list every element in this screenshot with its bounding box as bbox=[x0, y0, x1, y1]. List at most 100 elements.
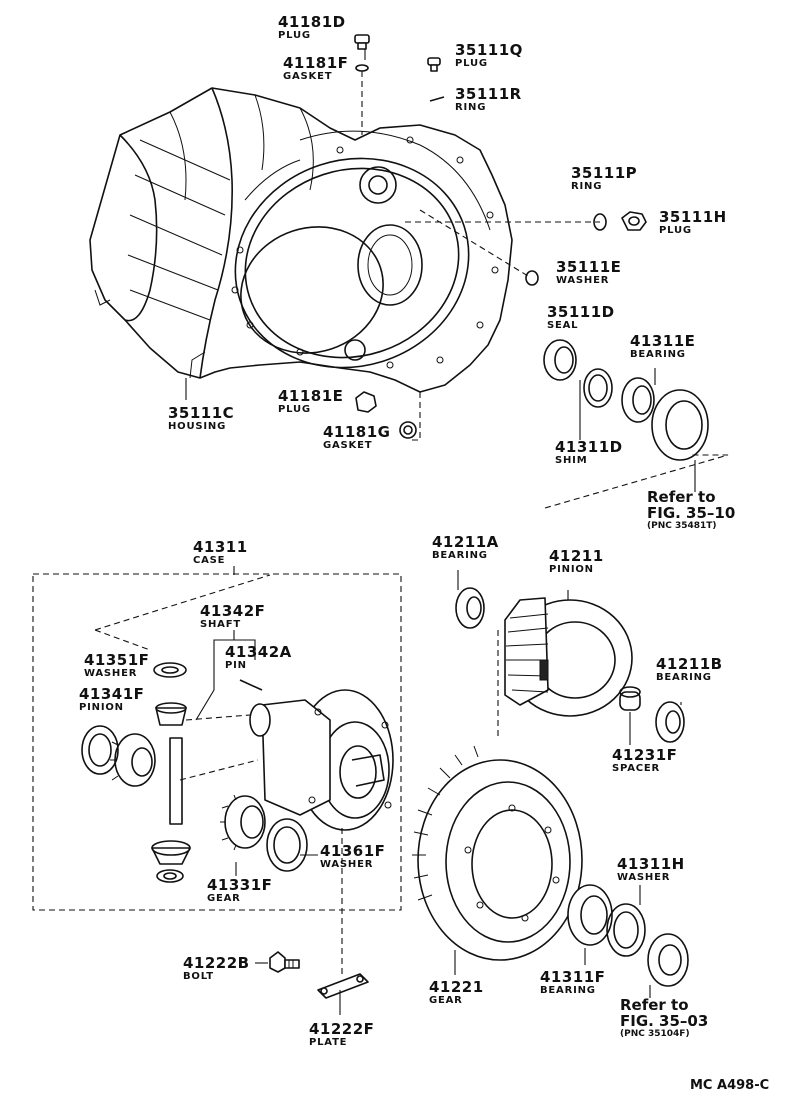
part-number: 41181G bbox=[323, 423, 391, 441]
pinion-lower-shape bbox=[151, 840, 191, 865]
part-number: 35111C bbox=[168, 404, 235, 422]
pin-41342a-shape bbox=[239, 679, 263, 691]
part-number: 35111H bbox=[659, 208, 727, 226]
part-number: 41341F bbox=[79, 685, 145, 703]
pnc-code: (PNC 35104F) bbox=[620, 1028, 690, 1039]
part-name: GASKET bbox=[323, 440, 373, 451]
part-name: RING bbox=[455, 102, 487, 113]
washer-35111e-shape bbox=[525, 270, 539, 286]
bearing-41311f-shape bbox=[567, 884, 613, 946]
label-41181e: 41181E PLUG bbox=[278, 389, 343, 415]
part-name: BOLT bbox=[183, 971, 214, 982]
label-41211a: 41211A BEARING bbox=[432, 535, 499, 561]
part-number: 41211A bbox=[432, 533, 499, 551]
bearing-41211b-shape bbox=[655, 701, 685, 743]
label-41311e: 41311E BEARING bbox=[630, 334, 695, 360]
part-number: 35111Q bbox=[455, 41, 523, 59]
gasket-41181f-shape bbox=[355, 64, 369, 72]
washer-41361f-shape bbox=[266, 818, 308, 872]
part-name: RING bbox=[571, 181, 603, 192]
differential-case-shape bbox=[249, 689, 394, 831]
label-35111p: 35111P RING bbox=[571, 166, 637, 192]
washer-41351f-shape bbox=[153, 662, 187, 678]
label-41231f: 41231F SPACER bbox=[612, 748, 677, 774]
bearing-race-ref-3503-shape bbox=[647, 933, 689, 987]
label-35111d: 35111D SEAL bbox=[547, 305, 615, 331]
label-35111c: 35111C HOUSING bbox=[168, 406, 234, 432]
part-number: 41311D bbox=[555, 438, 623, 456]
washer-41311h-shape bbox=[606, 903, 646, 957]
pinion-41341f-shape bbox=[155, 702, 187, 726]
label-35111h: 35111H PLUG bbox=[659, 210, 727, 236]
part-name: HOUSING bbox=[168, 421, 227, 432]
part-number: 41222F bbox=[309, 1020, 375, 1038]
part-number: 35111D bbox=[547, 303, 615, 321]
plate-41222f-shape bbox=[317, 973, 369, 999]
figure-number: FIG. 35–03 bbox=[620, 1011, 709, 1030]
part-name: BEARING bbox=[432, 550, 488, 561]
bearing-41211a-shape bbox=[455, 587, 485, 629]
part-number: 41211B bbox=[656, 655, 723, 673]
part-number: 41351F bbox=[84, 651, 150, 669]
spacer-41231f-shape bbox=[619, 686, 641, 711]
pnc-code: (PNC 35481T) bbox=[647, 520, 717, 531]
shim-41311d-shape bbox=[583, 368, 613, 408]
side-gear-left-shape bbox=[110, 733, 156, 787]
part-name: SHIM bbox=[555, 455, 588, 466]
plug-41181e-shape bbox=[355, 391, 377, 413]
part-name: PLUG bbox=[278, 30, 311, 41]
label-41342f: 41342F SHAFT bbox=[200, 604, 265, 630]
part-name: WASHER bbox=[617, 872, 671, 883]
refer-to-fig-35-10: Refer to FIG. 35–10 (PNC 35481T) bbox=[647, 488, 736, 531]
part-number: 41221 bbox=[429, 978, 484, 996]
label-41342a: 41342A PIN bbox=[225, 645, 292, 671]
label-41361f: 41361F WASHER bbox=[320, 844, 385, 870]
label-41181g: 41181G GASKET bbox=[323, 425, 391, 451]
part-number: 41181D bbox=[278, 13, 346, 31]
label-41311h: 41311H WASHER bbox=[617, 857, 685, 883]
bearing-race-ref-3510-shape bbox=[651, 389, 709, 461]
plug-35111h-shape bbox=[621, 211, 647, 231]
part-number: 35111E bbox=[556, 258, 622, 276]
part-name: BEARING bbox=[630, 349, 686, 360]
refer-to-fig-35-03: Refer to FIG. 35–03 (PNC 35104F) bbox=[620, 997, 709, 1039]
figure-number: FIG. 35–10 bbox=[647, 503, 736, 522]
label-41211: 41211 PINION bbox=[549, 549, 604, 575]
refer-text: Refer to bbox=[647, 488, 716, 506]
label-41311d: 41311D SHIM bbox=[555, 440, 623, 466]
part-number: 41342A bbox=[225, 643, 292, 661]
part-number: 41211 bbox=[549, 547, 604, 565]
part-number: 41222B bbox=[183, 954, 250, 972]
part-name: GEAR bbox=[429, 995, 463, 1006]
part-name: PLATE bbox=[309, 1037, 348, 1048]
part-name: GASKET bbox=[283, 71, 333, 82]
plug-35111q-shape bbox=[427, 57, 441, 72]
seal-35111d-shape bbox=[543, 339, 577, 381]
part-name: GEAR bbox=[207, 893, 241, 904]
label-41181f: 41181F GASKET bbox=[283, 56, 348, 82]
label-41351f: 41351F WASHER bbox=[84, 653, 149, 679]
part-name: SPACER bbox=[612, 763, 661, 774]
part-name: PINION bbox=[549, 564, 594, 575]
part-name: SEAL bbox=[547, 320, 579, 331]
part-name: BEARING bbox=[656, 672, 712, 683]
part-name: PINION bbox=[79, 702, 124, 713]
part-number: 41361F bbox=[320, 842, 386, 860]
drive-pinion-41211-shape bbox=[504, 597, 633, 717]
part-name: WASHER bbox=[84, 668, 138, 679]
drawing-code: MC A498-C bbox=[690, 1078, 770, 1093]
part-number: 41181F bbox=[283, 54, 349, 72]
part-name: BEARING bbox=[540, 985, 596, 996]
label-41311: 41311 CASE bbox=[193, 540, 248, 566]
part-number: 35111R bbox=[455, 85, 522, 103]
part-number: 41311H bbox=[617, 855, 685, 873]
bolt-41222b-shape bbox=[269, 951, 300, 973]
leader-lines bbox=[94, 49, 729, 1015]
part-name: WASHER bbox=[556, 275, 610, 286]
case-group-box bbox=[32, 573, 402, 911]
side-gear-41331f-shape bbox=[220, 794, 266, 851]
washer-lower-shape bbox=[156, 869, 184, 883]
part-number: 41181E bbox=[278, 387, 344, 405]
part-number: 35111P bbox=[571, 164, 638, 182]
